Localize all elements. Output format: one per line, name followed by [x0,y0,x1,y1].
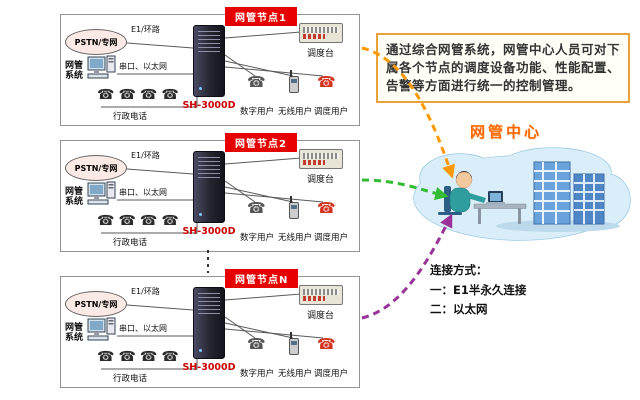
computer-icon [87,181,117,211]
wireless-user-label: 无线用户 [277,107,312,117]
phone-icon: ☎ [118,87,136,103]
node-2-wires [101,157,324,234]
nms-label: 网管系统 [64,323,83,344]
node-title: 网管节点1 [225,7,297,26]
wireless-user-handset-icon [289,196,299,219]
phone-icon: ☎ [161,87,179,103]
phone-icon: ☎ [118,213,136,229]
legend-title: 连接方式： [430,263,488,277]
server-tower-icon [193,287,225,359]
legend-item-e1: 一：E1半永久连接 [430,282,527,297]
server-tower-icon [193,151,225,223]
wireless-user-label: 无线用户 [277,369,312,379]
nmc-cloud-illustration [413,147,631,241]
pstn-label: PSTN/专网 [74,299,118,309]
e1-link-label: E1/环路 [131,25,160,34]
phone-icon: ☎ [118,349,136,365]
wireless-user-handset-icon [289,70,299,93]
dispatch-console-icon [299,285,343,305]
serial-ethernet-label: 串口、以太网 [119,188,167,197]
phone-icon: ☎ [139,87,158,103]
node-title: 网管节点N [225,269,299,288]
dispatch-console-label: 调度台 [307,175,335,185]
node-n-box: 网管节点N PSTN/专网 E1/环路 网管系统 串口、以太网 SH-3000D… [60,269,360,388]
digital-user-label: 数字用户 [239,233,274,243]
nms-label: 网管系统 [64,61,83,82]
continuation-dots [207,250,209,273]
dispatch-console-icon [299,149,343,169]
admin-phones-label: 行政电话 [113,374,148,384]
node-1-wires [101,31,324,108]
pstn-cloud: PSTN/专网 [65,291,127,317]
phone-icon: ☎ [97,349,115,365]
digital-user-phone-icon: ☎ [247,73,266,91]
pstn-label: PSTN/专网 [74,163,118,173]
dispatch-user-phone-icon: ☎ [317,335,336,353]
buildings-icon [533,161,605,225]
dispatch-console-icon [299,23,343,43]
phone-icon: ☎ [161,349,179,365]
legend-item-ethernet: 二：以太网 [430,302,488,317]
serial-ethernet-label: 串口、以太网 [119,62,167,71]
admin-phones-label: 行政电话 [113,238,148,248]
node-title: 网管节点2 [225,133,297,152]
dispatch-user-label: 调度用户 [313,233,348,243]
e1-link-label: E1/环路 [131,287,160,296]
nms-label: 网管系统 [64,187,83,208]
server-model-label: SH-3000D [182,226,236,237]
e1-link-label: E1/环路 [131,151,160,160]
server-model-label: SH-3000D [182,100,236,111]
digital-user-phone-icon: ☎ [247,335,266,353]
server-model-label: SH-3000D [182,362,236,373]
phone-icon: ☎ [161,213,179,229]
phone-icon: ☎ [139,349,158,365]
dispatch-user-label: 调度用户 [313,369,348,379]
pstn-cloud: PSTN/专网 [65,29,127,55]
phone-icon: ☎ [97,213,115,229]
admin-phones-row: ☎☎☎☎ [97,214,179,228]
nmc-title: 网管中心 [470,123,543,141]
digital-user-phone-icon: ☎ [247,199,266,217]
digital-user-label: 数字用户 [239,369,274,379]
dispatch-console-label: 调度台 [307,311,335,321]
dispatch-console-label: 调度台 [307,49,335,59]
phone-icon: ☎ [97,87,115,103]
admin-phones-label: 行政电话 [113,112,148,122]
pstn-cloud: PSTN/专网 [65,155,127,181]
dispatch-user-phone-icon: ☎ [317,199,336,217]
dispatch-user-label: 调度用户 [313,107,348,117]
node-1-box: 网管节点1 PSTN/专网 E1/环路 网管系统 串口、以太网 SH-3000D… [60,7,360,126]
description-box: 通过综合网管系统，网管中心人员可对下属各个节点的调度设备功能、性能配置、告警等方… [376,33,630,104]
dispatch-user-phone-icon: ☎ [317,73,336,91]
admin-phones-row: ☎☎☎☎ [97,88,179,102]
computer-icon [87,317,117,347]
wireless-user-handset-icon [289,332,299,355]
node-2-box: 网管节点2 PSTN/专网 E1/环路 网管系统 串口、以太网 SH-3000D… [60,133,360,252]
server-tower-icon [193,25,225,97]
digital-user-label: 数字用户 [239,107,274,117]
serial-ethernet-label: 串口、以太网 [119,324,167,333]
node-n-wires [101,293,324,370]
pstn-label: PSTN/专网 [74,37,118,47]
phone-icon: ☎ [139,213,158,229]
computer-icon [87,55,117,85]
legend: 连接方式： 一：E1半永久连接 二：以太网 [430,261,526,320]
wireless-user-label: 无线用户 [277,233,312,243]
admin-phones-row: ☎☎☎☎ [97,350,179,364]
operator-at-desk-icon [438,171,527,224]
